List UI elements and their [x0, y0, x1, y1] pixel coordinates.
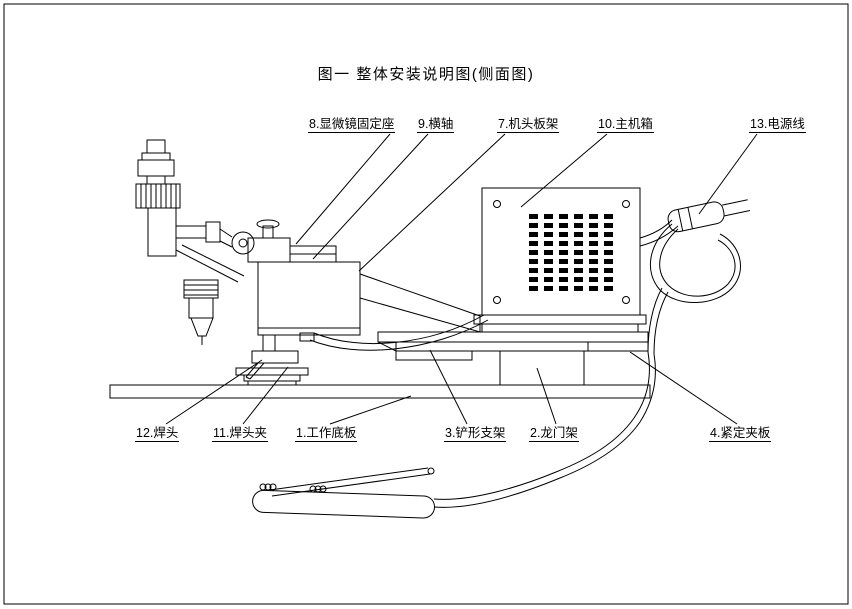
- label-7-head-plate-frame: 7.机头板架: [497, 117, 560, 133]
- microscope: [135, 139, 255, 345]
- leader-8: [295, 133, 391, 245]
- label-8-microscope-mount: 8.显微镜固定座: [308, 117, 396, 133]
- leader-12: [165, 359, 263, 425]
- work-base-plate: [109, 384, 651, 399]
- head-cables: [309, 314, 489, 351]
- label-4-clamp-plate: 4.紧定夹板: [709, 426, 772, 442]
- vent-slots: [529, 214, 617, 294]
- label-2-gantry: 2.龙门架: [529, 426, 579, 442]
- main-unit-box: [473, 187, 647, 333]
- label-9-horizontal-shaft: 9.横轴: [417, 117, 455, 133]
- leader-7: [358, 133, 506, 272]
- figure-title: 图一 整体安装说明图(侧面图): [317, 66, 535, 83]
- label-13-power-cord: 13.电源线: [749, 117, 806, 133]
- pedal-cable: [433, 287, 669, 508]
- gantry-frame: [377, 331, 649, 386]
- label-11-weld-head-clamp: 11.焊头夹: [212, 426, 268, 442]
- power-cord: [639, 219, 741, 303]
- head-arm: [359, 273, 481, 333]
- foot-pedal: [252, 467, 436, 519]
- label-1-work-base-plate: 1.工作底板: [295, 426, 358, 442]
- leader-11: [242, 366, 289, 425]
- shovel-bracket: [377, 341, 473, 361]
- machine-head-box: [257, 261, 361, 342]
- label-12-weld-head: 12.焊头: [135, 426, 180, 442]
- leader-1: [329, 395, 412, 425]
- leader-4: [629, 351, 738, 425]
- leader-9: [312, 133, 429, 260]
- page-border: [3, 3, 849, 605]
- horizontal-shaft: [289, 245, 337, 263]
- leader-lines: [165, 133, 758, 425]
- leader-2: [536, 367, 557, 425]
- leader-3: [429, 349, 468, 425]
- label-3-shovel-bracket: 3.铲形支架: [444, 426, 507, 442]
- leader-10: [520, 133, 608, 208]
- leader-13: [698, 133, 758, 215]
- weld-head-assembly: [235, 334, 309, 385]
- label-10-main-unit: 10.主机箱: [597, 117, 654, 133]
